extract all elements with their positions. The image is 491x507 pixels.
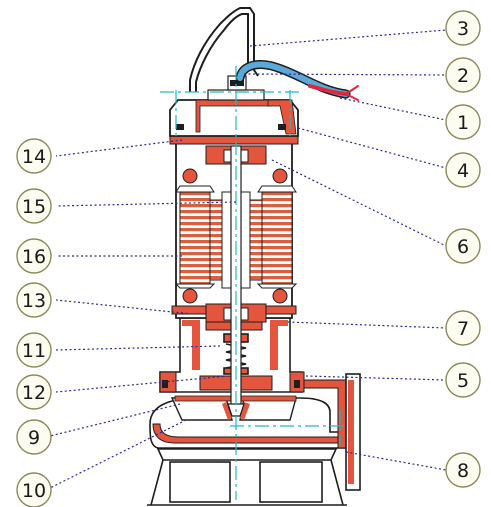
winding-end-turns — [174, 168, 298, 304]
callout-number: 4 — [457, 160, 469, 182]
callout-2: 2 — [445, 57, 481, 93]
callout-bubble — [445, 10, 481, 46]
callout-8: 8 — [445, 452, 481, 488]
callout-bubble — [445, 362, 481, 398]
callout-bubble — [16, 374, 52, 410]
callout-bubble — [16, 332, 52, 368]
callout-bubble — [445, 310, 481, 346]
callout-number: 13 — [22, 290, 46, 312]
flange-bolts — [162, 124, 300, 388]
callout-bubble — [16, 282, 52, 318]
callout-10: 10 — [16, 472, 52, 507]
power-cable — [235, 60, 359, 101]
callout-15: 15 — [16, 188, 52, 224]
callout-7: 7 — [445, 310, 481, 346]
callout-16: 16 — [16, 238, 52, 274]
callout-6: 6 — [445, 228, 481, 264]
callout-number: 11 — [22, 340, 46, 362]
callout-number: 12 — [22, 382, 46, 404]
callout-9: 9 — [16, 419, 52, 455]
lifting-handle — [189, 7, 259, 92]
callout-bubble — [445, 57, 481, 93]
callout-bubble — [16, 188, 52, 224]
callout-number: 6 — [457, 236, 469, 258]
leader-lines — [49, 29, 447, 489]
callout-number: 1 — [457, 112, 469, 134]
callout-bubble — [445, 228, 481, 264]
callout-14: 14 — [16, 138, 52, 174]
base-stand — [147, 448, 347, 506]
callout-bubble — [16, 238, 52, 274]
callout-number: 8 — [457, 460, 469, 482]
callout-1: 1 — [445, 104, 481, 140]
callout-bubble — [16, 138, 52, 174]
callout-number: 7 — [457, 318, 469, 340]
callout-11: 11 — [16, 332, 52, 368]
callout-number: 9 — [28, 427, 40, 449]
callout-bubble — [16, 472, 52, 507]
callout-number: 16 — [22, 246, 46, 268]
callout-3: 3 — [445, 10, 481, 46]
callout-number: 14 — [22, 146, 46, 168]
callout-5: 5 — [445, 362, 481, 398]
callout-number: 10 — [22, 480, 46, 502]
centerlines — [160, 66, 346, 500]
callout-bubble — [445, 152, 481, 188]
callout-number: 2 — [457, 65, 469, 87]
callout-bubble — [445, 104, 481, 140]
callout-bubble — [16, 419, 52, 455]
callout-number: 5 — [457, 370, 469, 392]
impeller — [170, 395, 297, 421]
callout-bubble — [445, 452, 481, 488]
callout-4: 4 — [445, 152, 481, 188]
callout-13: 13 — [16, 282, 52, 318]
callout-number: 3 — [457, 18, 469, 40]
callout-number: 15 — [22, 196, 46, 218]
callout-12: 12 — [16, 374, 52, 410]
